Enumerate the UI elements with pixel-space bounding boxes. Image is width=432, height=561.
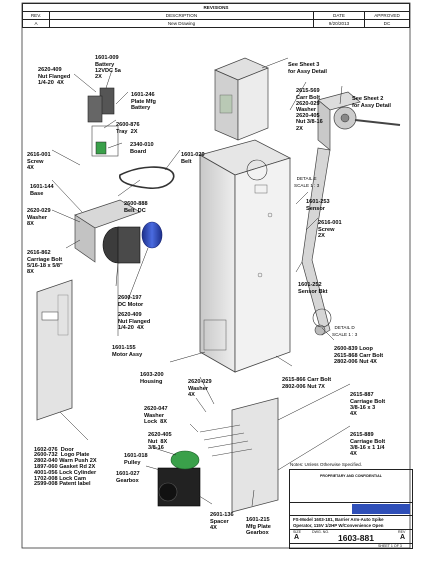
belt-shape — [119, 166, 175, 189]
detail-e-circle — [246, 159, 268, 181]
revisions-table: REVISIONS REV. DESCRIPTION DATE APPROVED… — [22, 3, 410, 28]
proprietary-heading: PROPRIETARY AND CONFIDENTIAL — [320, 474, 382, 478]
mfg-plate-gearbox-shape — [231, 397, 279, 513]
sheet-number: SHEET 1 OF 3 — [378, 544, 402, 548]
base-shape — [74, 199, 141, 263]
door-shape — [36, 279, 73, 421]
rev-label: REV — [398, 530, 406, 534]
sheet-border — [21, 2, 411, 549]
dc-motor-shape — [102, 221, 163, 264]
title-block: PROPRIETARY AND CONFIDENTIAL FS-Model 16… — [289, 469, 413, 549]
dwg-no-value: 1603-881 — [338, 533, 374, 543]
rev-value: A — [400, 534, 406, 541]
drawing-description: FS-Model 1603-181, Barrier Arm-Auto Spik… — [293, 517, 384, 522]
notes-text: Notes: Unless Otherwise Specified. — [290, 462, 362, 467]
table-row: A New Drawing 9/20/2013 DC — [22, 19, 410, 28]
gearbox-shape — [157, 450, 201, 507]
control-box-shape — [214, 57, 269, 141]
logo-mark — [352, 504, 410, 514]
detail-d-circle — [312, 308, 332, 328]
bolt-lines — [199, 424, 253, 457]
approved-cell: DC — [364, 19, 410, 28]
drawing-description-2: Operator, 115V 1/2HP W/Convenience Open — [293, 523, 384, 528]
size-label: SIZE — [293, 530, 301, 534]
dwg-no-label: DWG. NO. — [312, 530, 330, 534]
arm-bracket-shape — [301, 91, 401, 336]
leader-lines — [51, 57, 351, 507]
size-value: A — [294, 534, 300, 541]
battery-shape — [87, 87, 119, 157]
housing-shape — [198, 139, 292, 373]
